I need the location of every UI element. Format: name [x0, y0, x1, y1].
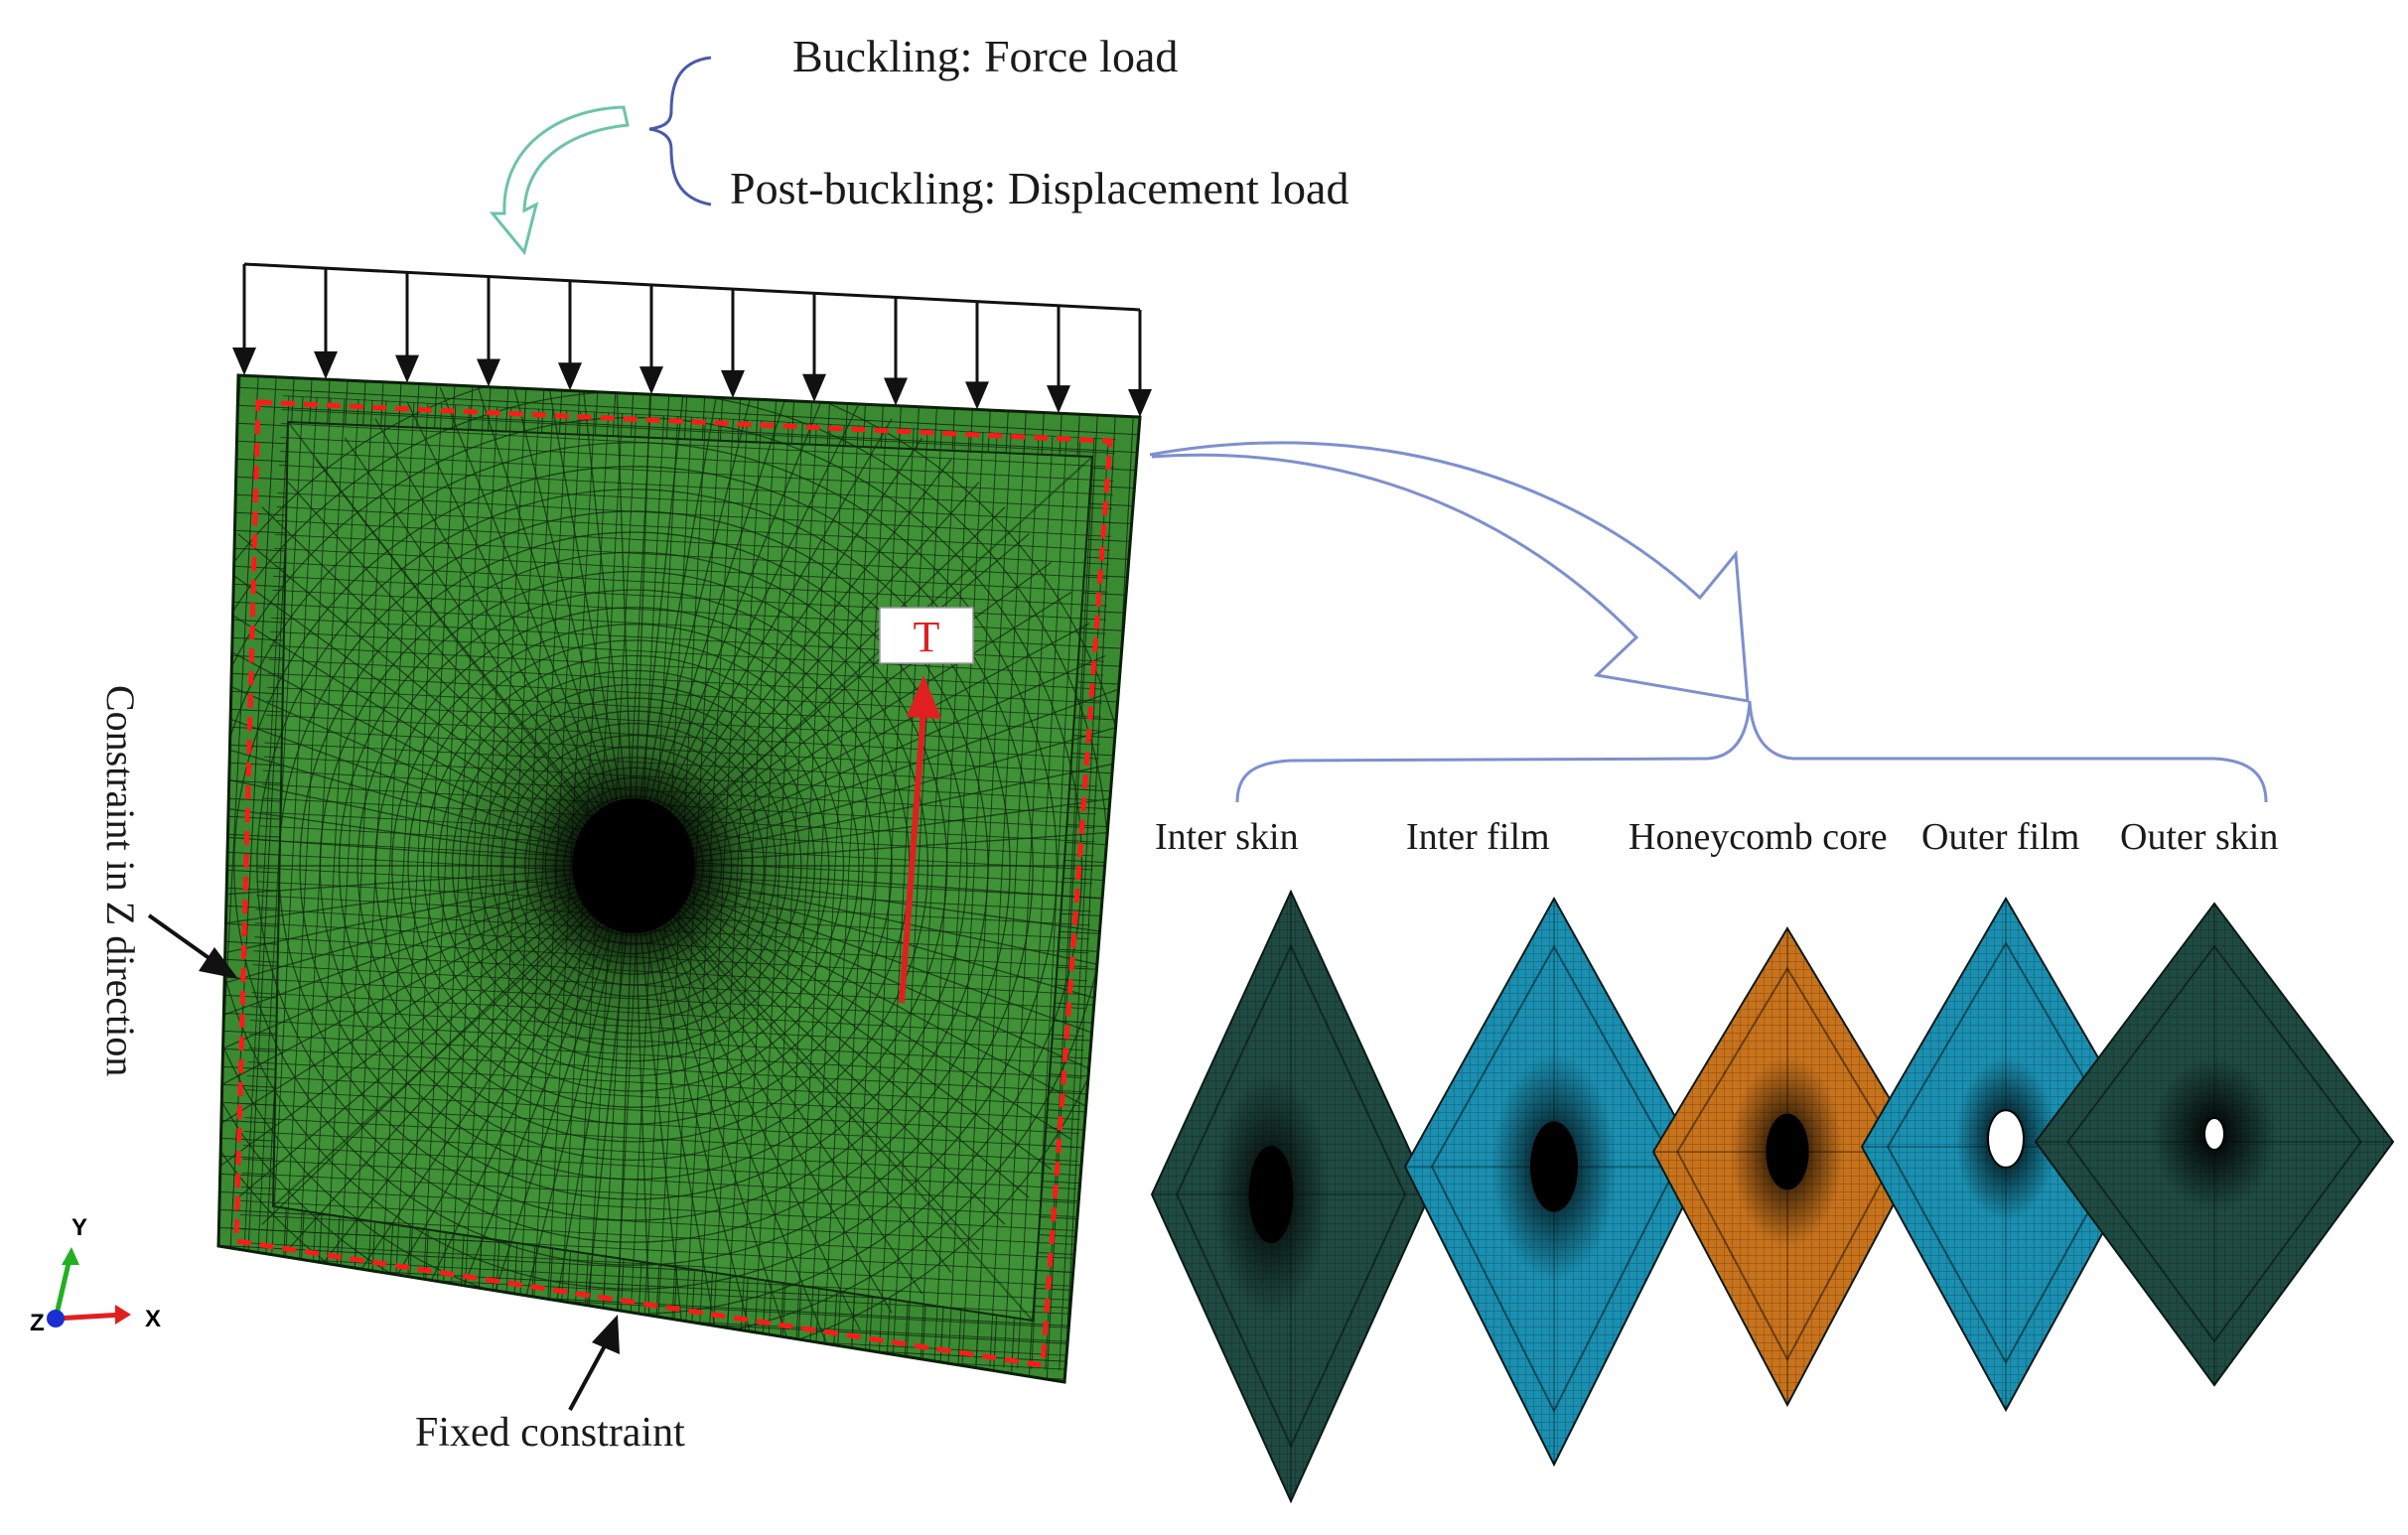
tension-label: T — [914, 613, 940, 661]
fixed-constraint-arrow — [568, 1315, 620, 1411]
constraint-z-label: Constraint in Z direction — [98, 685, 143, 1076]
load-curve-arrow — [489, 105, 630, 256]
load-arrow — [802, 293, 826, 402]
axis-x-label: X — [145, 1306, 161, 1332]
layers-brace — [1235, 700, 2268, 803]
load-arrow — [558, 280, 582, 391]
axis-triad: Y X Z — [30, 1214, 161, 1336]
fixed-constraint-label: Fixed constraint — [415, 1410, 685, 1456]
load-arrow — [232, 264, 256, 375]
tension-arrow — [899, 675, 941, 1004]
layer-outer-film — [1860, 897, 2152, 1413]
load-arrow — [965, 301, 989, 410]
load-brace — [648, 56, 712, 207]
layer-label-honeycomb-core: Honeycomb core — [1629, 816, 1888, 858]
load-arrow — [1047, 305, 1070, 414]
tension-label-box — [879, 607, 974, 664]
exploded-view-arrow — [1149, 441, 1750, 703]
load-arrow — [477, 276, 500, 387]
layer-honeycomb-core — [1651, 926, 1923, 1408]
post-buckling-load-label: Post-buckling: Displacement load — [730, 163, 1348, 213]
layer-label-inter-film: Inter film — [1406, 816, 1550, 858]
load-arrow — [884, 297, 908, 406]
exploded-layers — [1150, 889, 2395, 1504]
layer-label-inter-skin: Inter skin — [1155, 816, 1299, 858]
load-arrow — [1128, 310, 1152, 417]
constraint-z-arrow — [147, 913, 238, 979]
mesh-panel — [216, 373, 1142, 1384]
buckling-load-label: Buckling: Force load — [792, 31, 1178, 81]
layer-inter-film — [1403, 896, 1705, 1467]
load-arrow — [395, 272, 419, 383]
applied-load-arrows — [232, 262, 1152, 417]
load-arrow — [721, 289, 745, 398]
load-arrow — [639, 284, 663, 395]
axis-y-label: Y — [71, 1214, 87, 1241]
load-arrow — [314, 268, 338, 379]
axis-z-label: Z — [30, 1310, 45, 1336]
layer-label-outer-film: Outer film — [1921, 816, 2079, 858]
layer-outer-skin — [2034, 902, 2395, 1387]
layer-inter-skin — [1150, 889, 1432, 1504]
layer-label-outer-skin: Outer skin — [2120, 816, 2278, 858]
